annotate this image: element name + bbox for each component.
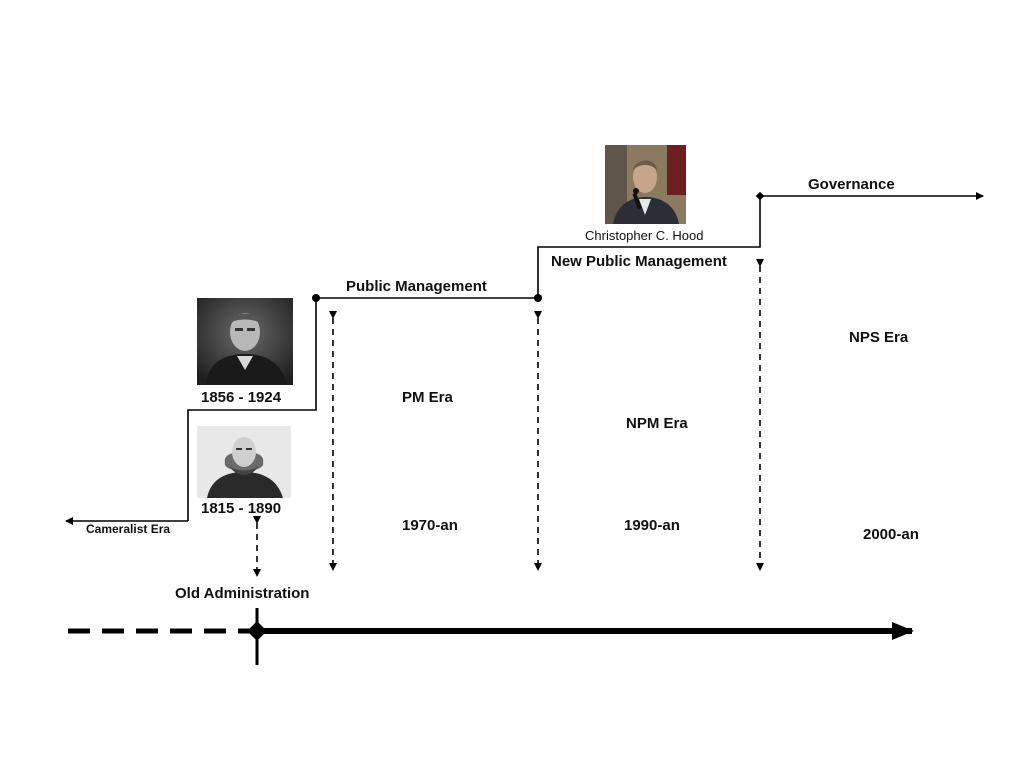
public-management-label: Public Management [346, 278, 487, 295]
pm-era-label: PM Era [402, 389, 453, 406]
portrait-image [605, 145, 686, 224]
old-administration-label: Old Administration [175, 585, 310, 602]
portrait-image [197, 426, 291, 498]
evolution-step-line [187, 196, 761, 521]
years-1970-an: 1970-an [402, 517, 458, 534]
years-1990-an: 1990-an [624, 517, 680, 534]
portrait-1856-1924 [197, 298, 293, 385]
nps-era-label: NPS Era [849, 329, 909, 346]
npm-start-dot [534, 294, 542, 302]
portrait-1815-1890 [197, 426, 291, 498]
cameralist-era-label: Cameralist Era [86, 522, 171, 536]
governance-label: Governance [808, 176, 895, 193]
portrait-image [197, 298, 293, 385]
years-2000-an: 2000-an [863, 526, 919, 543]
portrait-christopher-hood [605, 145, 686, 224]
pm-start-dot [312, 294, 320, 302]
years-1856-1924: 1856 - 1924 [201, 389, 282, 406]
npm-era-label: NPM Era [626, 415, 688, 432]
governance-start-marker [755, 191, 765, 201]
timeline-origin-marker [247, 621, 267, 641]
hood-caption: Christopher C. Hood [585, 228, 704, 243]
new-public-management-label: New Public Management [551, 253, 727, 270]
years-1815-1890: 1815 - 1890 [201, 500, 282, 517]
